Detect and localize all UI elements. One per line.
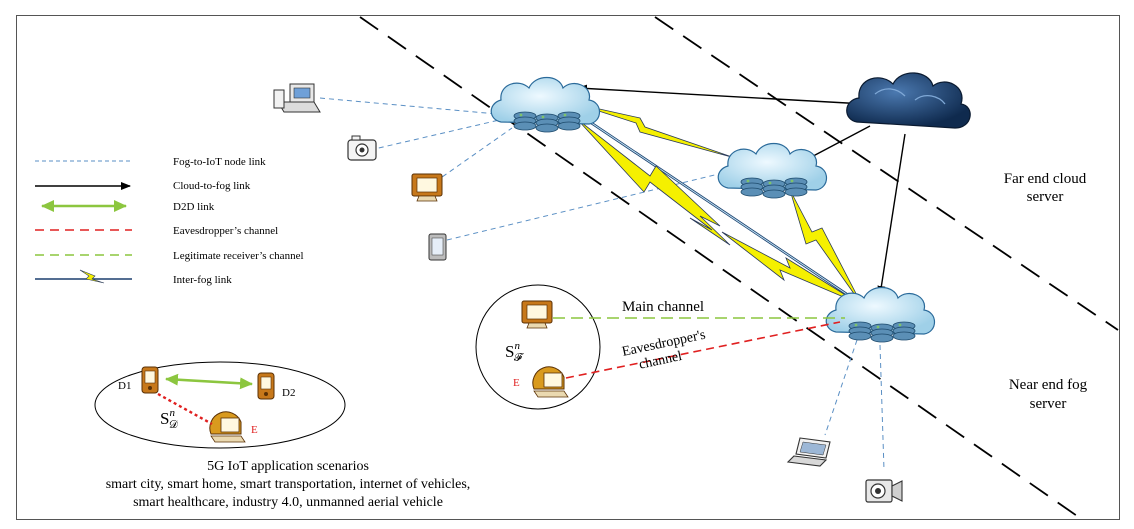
- far-end-cloud-label-line2: server: [1027, 189, 1064, 205]
- d1-device-icon: [141, 366, 159, 394]
- near-end-fog-label-line1: Near end fog: [1009, 377, 1088, 393]
- d2d-link: [165, 373, 253, 390]
- far-end-cloud-label-line1: Far end cloud: [1004, 171, 1087, 187]
- legend-cloud-fog: Cloud-to-fog link: [173, 180, 251, 192]
- iot-monitor-icon: [411, 173, 443, 202]
- scenarios-line2: smart healthcare, industry 4.0, unmanned…: [133, 495, 443, 510]
- fog-iot-links: [319, 97, 885, 471]
- diagram-border: [16, 15, 1120, 520]
- scenarios-line1: smart city, smart home, smart transporta…: [106, 477, 471, 492]
- eavesdropper-channel-line: [565, 321, 841, 379]
- scenarios-block: 5G IoT application scenarios smart city,…: [106, 459, 471, 510]
- fog-eavesdropper-label: E: [513, 377, 520, 389]
- legend-inter-fog: Inter-fog link: [173, 274, 232, 286]
- legend: Fog-to-IoT node link Cloud-to-fog link D…: [35, 156, 304, 286]
- fog-node-top-icon: [490, 76, 601, 133]
- fog-node-near-icon: [825, 286, 936, 343]
- d1-label: D1: [118, 380, 131, 392]
- legend-fog-iot: Fog-to-IoT node link: [173, 156, 266, 168]
- d2d-eavesdropper-channel: [157, 392, 213, 426]
- d2d-eavesdropper-label: E: [251, 424, 258, 436]
- d2d-eavesdropper-icon: [209, 411, 246, 443]
- d2-label: D2: [282, 387, 295, 399]
- video-camera-icon: [865, 479, 903, 503]
- legend-eavesdropper: Eavesdropper’s channel: [173, 225, 278, 237]
- eavesdropper-icon: [532, 366, 569, 398]
- near-end-fog-label-line2: server: [1030, 396, 1067, 412]
- tablet-icon: [428, 233, 447, 261]
- scenarios-title: 5G IoT application scenarios: [207, 459, 369, 474]
- far-end-cloud-icon: [846, 72, 971, 129]
- fog-node-middle-icon: [717, 142, 828, 199]
- legend-d2d: D2D link: [173, 201, 215, 213]
- legitimate-receiver-icon: [521, 300, 553, 329]
- d2-device-icon: [257, 372, 275, 400]
- inter-fog-links: [574, 103, 863, 306]
- camera-icon: [347, 135, 377, 161]
- desktop-computer-icon: [273, 83, 321, 113]
- boundary-lines: [359, 16, 1119, 519]
- legend-legitimate: Legitimate receiver’s channel: [173, 250, 304, 262]
- main-channel-label: Main channel: [622, 299, 704, 315]
- laptop-icon: [786, 437, 831, 467]
